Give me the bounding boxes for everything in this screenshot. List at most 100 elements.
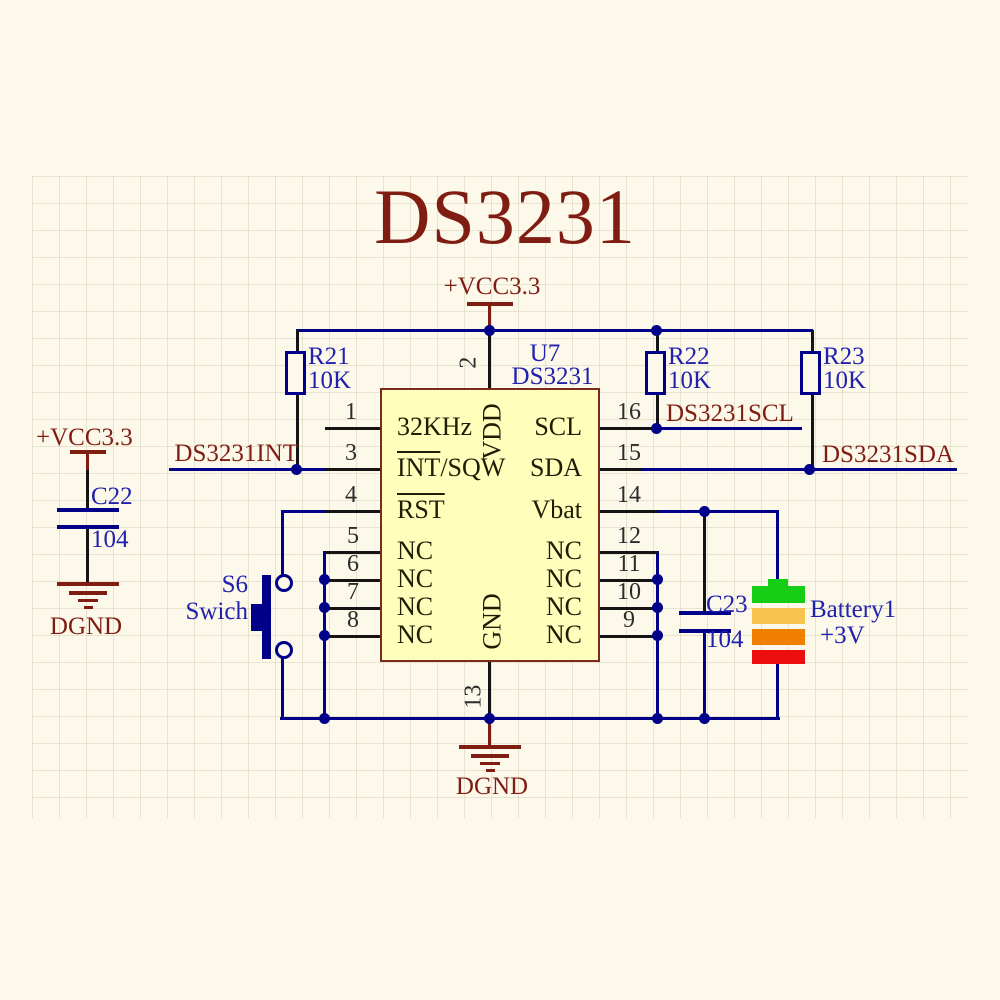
junction-dot <box>652 602 663 613</box>
junction-dot <box>652 574 663 585</box>
pin-name-scl: SCL <box>534 412 582 441</box>
vcc-left-stem <box>86 453 89 470</box>
r22-value: 10K <box>668 367 712 394</box>
pin-name-nc10: NC <box>545 592 582 621</box>
switch-refdes: S6 <box>221 571 248 598</box>
ic-u7-body <box>380 388 600 662</box>
net-label-int: DS3231INT <box>174 440 298 467</box>
vbat-wire-h <box>655 510 779 513</box>
pin-number-11: 11 <box>617 551 641 577</box>
r21-top-lead <box>296 330 299 354</box>
battery-bar-green-icon <box>752 586 805 603</box>
junction-dot <box>652 713 663 724</box>
c23-bottom-wire <box>703 633 706 720</box>
pin1-stub <box>325 427 380 430</box>
junction-dot <box>484 713 495 724</box>
r21-bottom-lead <box>296 394 299 471</box>
pin-name-gnd: GND <box>477 593 507 650</box>
ground-rail-wire <box>280 717 780 720</box>
pin10-stub <box>600 607 658 610</box>
switch-terminal-top-icon <box>275 574 293 592</box>
junction-dot <box>319 602 330 613</box>
scl-net-wire <box>655 427 802 430</box>
net-label-sda: DS3231SDA <box>822 441 954 468</box>
battery-top-wire <box>776 512 779 582</box>
pin-name-nc12: NC <box>545 536 582 565</box>
vcc-left-label: +VCC3.3 <box>36 424 133 451</box>
r21-value: 10K <box>308 367 352 394</box>
vcc-top-bar-icon <box>467 302 513 306</box>
pin-number-6: 6 <box>347 551 359 577</box>
resistor-r21 <box>285 351 306 395</box>
switch-actuator-bar-icon <box>262 575 271 659</box>
gnd-left-bar4-icon <box>84 606 93 609</box>
pin-number-7: 7 <box>347 579 359 605</box>
c23-plate-top <box>679 611 731 615</box>
junction-dot <box>804 464 815 475</box>
r23-top-lead <box>811 330 814 354</box>
c22-plate-top <box>57 508 119 512</box>
vcc-left-bar-icon <box>70 450 106 454</box>
pin2-lead <box>488 331 491 389</box>
rst-wire-h <box>281 510 329 513</box>
battery-bottom-wire <box>776 661 779 719</box>
junction-dot <box>319 713 330 724</box>
pin16-stub <box>600 427 658 430</box>
pin-name-nc8: NC <box>397 620 434 649</box>
pin-number-16: 16 <box>617 399 641 425</box>
battery-bar-red-icon <box>752 650 805 664</box>
pin-name-nc5: NC <box>397 536 434 565</box>
c23-value: 104 <box>706 626 744 653</box>
pin-number-4: 4 <box>345 482 357 508</box>
resistor-r22 <box>645 351 666 395</box>
r21-refdes: R21 <box>308 343 350 370</box>
gnd-left-bar2-icon <box>69 591 107 595</box>
pin-name-vbat: Vbat <box>531 495 582 524</box>
pin-number-3: 3 <box>345 440 357 466</box>
battery-bar-yellow-icon <box>752 608 805 624</box>
junction-dot <box>699 506 710 517</box>
pin3-stub <box>326 468 380 471</box>
int-net-wire <box>169 468 329 471</box>
vcc-rail-wire <box>296 329 813 332</box>
pin-name-vdd: VDD <box>477 403 507 460</box>
dgnd-bottom-label: DGND <box>455 773 529 800</box>
junction-dot <box>291 464 302 475</box>
pin4-stub <box>326 510 380 513</box>
pin13-lead <box>488 662 491 719</box>
c22-bottom-lead <box>86 529 89 583</box>
net-label-scl: DS3231SCL <box>666 400 794 427</box>
pin-number-2: 2 <box>455 356 482 369</box>
r23-refdes: R23 <box>823 343 865 370</box>
c23-refdes: C23 <box>706 591 748 618</box>
dgnd-left-label: DGND <box>49 613 123 640</box>
battery-bar-orange-icon <box>752 629 805 645</box>
pin-name-int-sqw: INT/SQW <box>397 454 505 481</box>
pin11-stub <box>600 579 658 582</box>
pin-number-15: 15 <box>617 440 641 466</box>
pin5-stub <box>325 551 381 554</box>
switch-bottom-wire <box>281 658 284 720</box>
pin-number-9: 9 <box>623 607 635 633</box>
pin-name-rst-overline: RST <box>397 495 445 524</box>
r23-value: 10K <box>823 367 867 394</box>
ic-refdes: U7 <box>529 340 561 367</box>
pin7-stub <box>325 607 381 610</box>
pin-number-13: 13 <box>460 684 487 709</box>
r22-refdes: R22 <box>668 343 710 370</box>
pin-number-1: 1 <box>345 399 357 425</box>
junction-dot <box>484 325 495 336</box>
sda-net-wire <box>641 468 957 471</box>
junction-dot <box>319 630 330 641</box>
pin-number-5: 5 <box>347 523 359 549</box>
pin-name-nc9: NC <box>545 620 582 649</box>
pin9-stub <box>600 635 658 638</box>
pin15-stub <box>600 468 642 471</box>
pin-name-sqw: /SQW <box>440 453 506 482</box>
switch-plunger-icon <box>251 604 262 631</box>
pin8-stub <box>325 635 381 638</box>
c22-plate-bottom <box>57 525 119 529</box>
c23-top-lead <box>703 512 706 611</box>
junction-dot <box>652 630 663 641</box>
